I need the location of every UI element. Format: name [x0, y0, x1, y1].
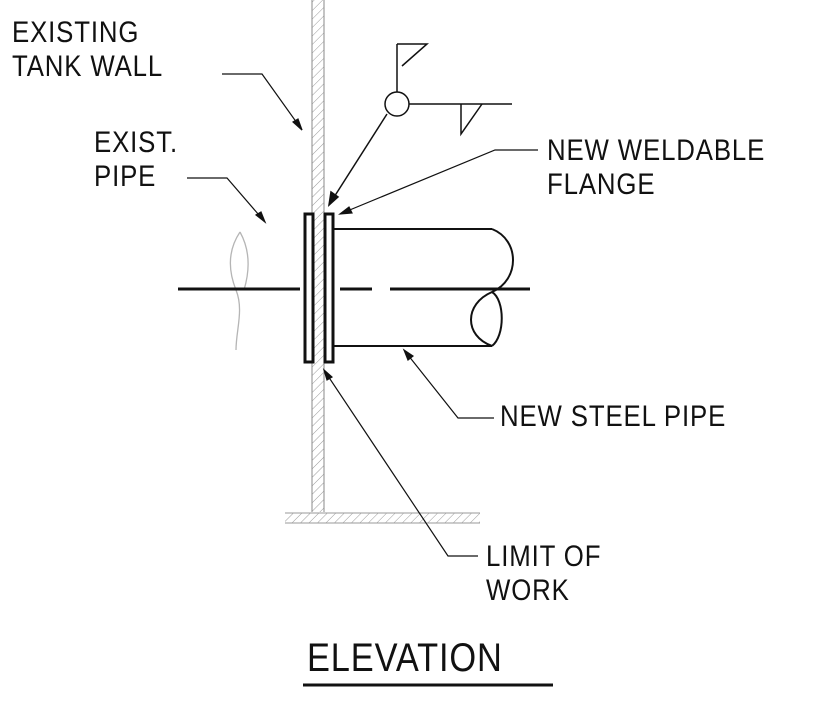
- label-exist-pipe: EXIST. PIPE: [94, 126, 178, 194]
- leader-existing-tank-wall: [222, 73, 303, 131]
- label-existing-line2: TANK WALL: [12, 50, 164, 83]
- new-weldable-flange: [323, 212, 335, 364]
- leader-new-steel-pipe: [402, 348, 494, 419]
- tank-floor: [285, 512, 480, 524]
- existing-flange: [303, 212, 315, 364]
- label-limit-line1: LIMIT OF: [486, 540, 602, 573]
- label-exist-pipe-line1: EXIST.: [94, 126, 179, 159]
- weld-symbol: [327, 43, 512, 207]
- label-limit-line2: WORK: [486, 574, 570, 607]
- label-existing-tank-wall: EXISTING TANK WALL: [12, 16, 163, 84]
- drawing-title: ELEVATION: [307, 636, 503, 680]
- leader-new-weldable-flange: [338, 149, 538, 215]
- new-steel-pipe: [334, 228, 514, 347]
- existing-pipe-phantom: [229, 231, 249, 351]
- label-existing-line1: EXISTING: [12, 16, 140, 49]
- label-flange-line2: FLANGE: [547, 168, 656, 201]
- label-exist-pipe-line2: PIPE: [94, 160, 157, 193]
- label-limit-of-work: LIMIT OF WORK: [486, 540, 601, 608]
- leader-limit-of-work: [322, 368, 478, 557]
- leader-exist-pipe: [187, 177, 267, 224]
- label-flange-line1: NEW WELDABLE: [547, 134, 766, 167]
- label-new-weldable-flange: NEW WELDABLE FLANGE: [547, 134, 765, 202]
- label-new-steel-pipe: NEW STEEL PIPE: [500, 400, 727, 433]
